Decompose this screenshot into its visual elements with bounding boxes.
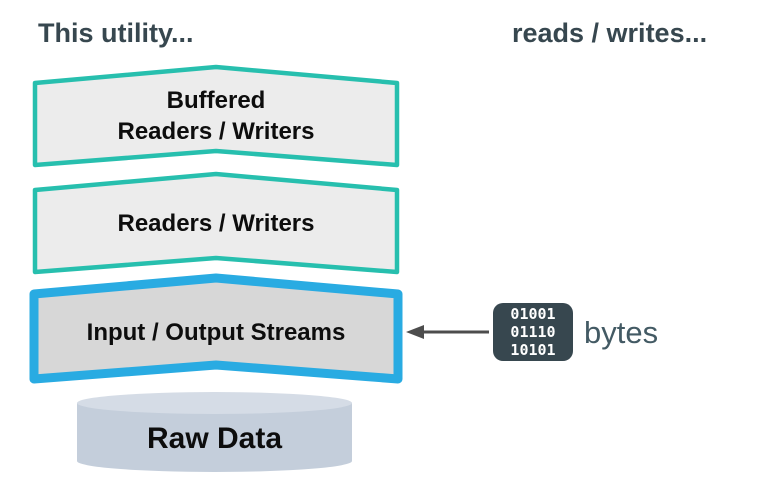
layer-buffered-readers-writers: Buffered Readers / Writers — [32, 64, 400, 168]
layer-io-streams-label: Input / Output Streams — [87, 319, 346, 346]
heading-reads-writes: reads / writes... — [512, 18, 707, 48]
bytes-caption-label: bytes — [584, 315, 658, 350]
raw-data-label: Raw Data — [147, 422, 282, 455]
binary-code-line3: 10101 — [510, 341, 555, 359]
layer-input-output-streams: Input / Output Streams — [29, 273, 403, 384]
layer-readers-writers: Readers / Writers — [32, 171, 400, 275]
layer-io-streams-chevron-shape — [29, 273, 403, 384]
binary-code-line2: 01110 — [510, 323, 555, 341]
bytes-arrowhead-icon — [406, 325, 424, 339]
cylinder-body — [77, 403, 352, 472]
layer-buffered-label-line1: Buffered — [167, 87, 266, 114]
layer-readers-writers-chevron-shape — [32, 171, 400, 275]
layer-readers-writers-label: Readers / Writers — [118, 210, 315, 237]
layer-buffered-label-line2: Readers / Writers — [118, 118, 315, 145]
cylinder-top-ellipse — [77, 392, 352, 414]
bytes-annotation: 01001 01110 10101 bytes — [406, 303, 658, 361]
raw-data-datastore: Raw Data — [77, 392, 352, 472]
layer-buffered-chevron-shape — [32, 64, 400, 168]
heading-this-utility: This utility... — [38, 18, 194, 48]
binary-code-box — [493, 303, 573, 361]
binary-code-line1: 01001 — [510, 305, 555, 323]
